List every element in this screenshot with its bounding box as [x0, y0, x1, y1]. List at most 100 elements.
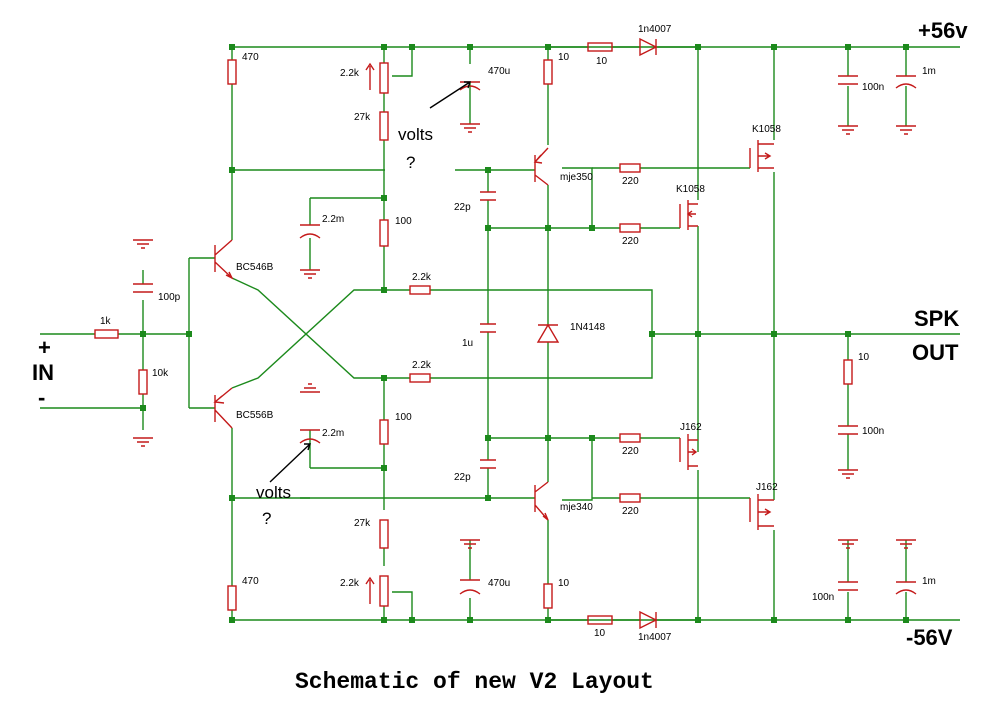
label-positive-rail: +56v — [918, 18, 968, 43]
label-10-rail-top: 10 — [596, 56, 608, 67]
cap-100n-bot — [838, 581, 858, 591]
cap-100p — [133, 283, 153, 293]
ground-10k — [133, 437, 153, 447]
resistor-2-2k-fb-top — [409, 285, 431, 295]
label-22p-top: 22p — [454, 202, 471, 213]
resistor-470-bot — [227, 585, 237, 611]
ground-100n-top — [838, 125, 858, 135]
label-input-minus: - — [38, 385, 45, 410]
label-1n4007-bot: 1n4007 — [638, 632, 672, 643]
resistor-2-2k-fb-bot — [409, 373, 431, 383]
ground-100p — [133, 239, 153, 249]
label-2-2k-fb-top: 2.2k — [412, 272, 432, 283]
label-220-2: 220 — [622, 236, 639, 247]
label-bc546b: BC546B — [236, 262, 274, 273]
ground-470u-bot — [460, 539, 480, 549]
label-1m-bot: 1m — [922, 576, 936, 587]
label-220-1: 220 — [622, 176, 639, 187]
mosfet-k1058-1 — [749, 140, 774, 172]
resistor-27k-top — [379, 111, 389, 141]
resistor-10-rail-bot — [587, 615, 613, 625]
vas-bot-collector-wire — [562, 438, 593, 501]
mosfet-k1058-2 — [679, 200, 698, 230]
schematic-title: Schematic of new V2 Layout — [295, 669, 654, 695]
label-2-2k-fb-bot: 2.2k — [412, 360, 432, 371]
ground-zobel — [838, 469, 858, 479]
label-27k-bot: 27k — [354, 518, 371, 529]
pot-bot-wiper — [392, 591, 413, 620]
diode-1n4007-top — [639, 37, 658, 57]
wires — [40, 46, 960, 621]
label-k1058-1: K1058 — [752, 124, 781, 135]
label-22p-bot: 22p — [454, 472, 471, 483]
components — [94, 37, 917, 630]
resistor-470-top — [227, 59, 237, 85]
label-input-in: IN — [32, 360, 54, 385]
label-mje340: mje340 — [560, 502, 593, 513]
label-question-bot: ? — [262, 509, 271, 528]
resistor-10k — [138, 369, 148, 395]
transistor-bc546b — [214, 239, 234, 280]
label-470u-bot: 470u — [488, 578, 510, 589]
ground-2-2m-top — [300, 269, 320, 279]
label-j162-2: J162 — [756, 482, 778, 493]
label-mje350: mje350 — [560, 172, 593, 183]
cap-100n-top — [838, 75, 858, 85]
resistor-zobel — [843, 359, 853, 385]
ground-2-2m-bot — [300, 383, 320, 393]
component-labels: 1k 100p 10k BC546B BC556B 470 470 2.2k 2… — [100, 24, 936, 643]
cap-22p-top — [480, 191, 496, 201]
label-input-plus: + — [38, 335, 51, 360]
label-1u: 1u — [462, 338, 473, 349]
resistor-10-emit-bot — [543, 583, 553, 609]
arrow-volts-top — [429, 81, 471, 109]
cap-470u-bot — [459, 579, 481, 595]
label-1n4007-top: 1n4007 — [638, 24, 672, 35]
label-volts-bot: volts — [256, 483, 291, 502]
resistor-220-1 — [619, 163, 641, 173]
pot-arrow-top — [365, 62, 375, 90]
label-470-bot: 470 — [242, 576, 259, 587]
pot-arrow-bot — [365, 576, 375, 604]
ground-470u-top — [460, 123, 480, 133]
label-100n-bot: 100n — [812, 592, 834, 603]
transistor-bc556b — [213, 387, 233, 429]
cap-2-2m-bot — [299, 429, 321, 444]
label-220-4: 220 — [622, 506, 639, 517]
label-j162-1: J162 — [680, 422, 702, 433]
label-k1058-2: K1058 — [676, 184, 705, 195]
label-10k: 10k — [152, 368, 169, 379]
label-negative-rail: -56V — [906, 625, 953, 650]
base-wire — [188, 257, 215, 409]
label-1m-top: 1m — [922, 66, 936, 77]
cap-1m-bot — [895, 581, 917, 595]
cap-22p-bot — [480, 459, 496, 469]
label-2-2m-bot: 2.2m — [322, 428, 344, 439]
label-output-spk: SPK — [914, 306, 959, 331]
pot-2-2k-bot — [379, 575, 389, 607]
resistor-1k — [94, 329, 119, 339]
ground-1m-top — [896, 125, 916, 135]
label-2-2m-top: 2.2m — [322, 214, 344, 225]
label-10-emit-top: 10 — [558, 52, 570, 63]
resistor-100-bot — [379, 419, 389, 445]
label-output-out: OUT — [912, 340, 959, 365]
label-100-bot: 100 — [395, 412, 412, 423]
label-100-top: 100 — [395, 216, 412, 227]
arrow-volts-bot — [269, 443, 311, 483]
resistor-220-3 — [619, 433, 641, 443]
ground-1m-bot — [896, 539, 916, 549]
pot-top-wiper — [392, 47, 413, 77]
mosfet-j162-2 — [749, 494, 774, 530]
diode-1n4148 — [536, 323, 560, 343]
label-pot-top: 2.2k — [340, 68, 360, 79]
resistor-220-2 — [619, 223, 641, 233]
label-100p: 100p — [158, 292, 181, 303]
transistor-mje340 — [534, 481, 549, 521]
resistor-10-emit-top — [543, 59, 553, 85]
label-bc556b: BC556B — [236, 410, 274, 421]
label-pot-bot: 2.2k — [340, 578, 360, 589]
label-10-emit-bot: 10 — [558, 578, 570, 589]
